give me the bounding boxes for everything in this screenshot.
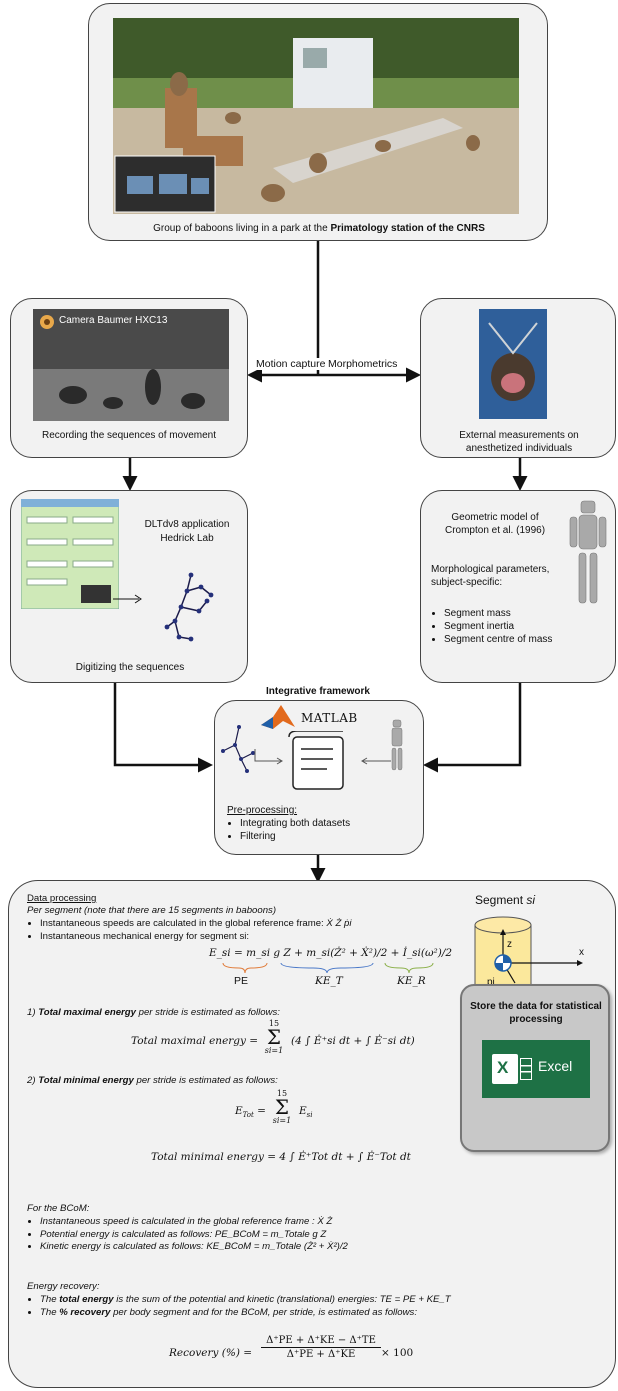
framework-skeleton-icon — [221, 725, 255, 773]
geo-list: Segment mass Segment inertia Segment cen… — [431, 607, 552, 646]
max-sum-symbol: 15 Σ si=1 — [264, 1019, 284, 1055]
preprocessing-list: Integrating both datasets Filtering — [227, 817, 350, 843]
dlt-subtitle: Hedrick Lab — [160, 533, 214, 544]
ker-label: KE_R — [397, 975, 426, 987]
min-energy-eq: Total minimal energy = 4 ∫ Ė⁺Tot dt + ∫ … — [151, 1151, 411, 1163]
camera-caption: Recording the sequences of movement — [42, 430, 216, 441]
per-segment-list: Instantaneous speeds are calculated in t… — [27, 918, 460, 943]
morpho-photo — [479, 309, 547, 419]
min-energy-heading: 2) Total minimal energy per stride is es… — [27, 1075, 278, 1086]
bcom-item: Potential energy is calculated as follow… — [40, 1229, 460, 1242]
dlt-box: DLTdv8 application Hedrick Lab Digitizin… — [10, 490, 248, 683]
camera-icon — [40, 315, 54, 329]
recovery-list: The total energy is the sum of the poten… — [27, 1294, 610, 1319]
scroll-icon — [288, 731, 344, 790]
arrow-geo-framework — [423, 683, 522, 773]
morpho-box: External measurements on anesthetized in… — [420, 298, 616, 458]
geo-item: Segment centre of mass — [444, 633, 552, 646]
camera-box: Camera Baumer HXC13 Recording the sequen… — [10, 298, 248, 458]
matlab-logo-icon — [261, 705, 295, 729]
framework-title: Integrative framework — [266, 686, 370, 697]
morpho-caption: External measurements on anesthetized in… — [459, 430, 579, 454]
preprocessing-item: Integrating both datasets — [240, 817, 350, 830]
recovery-fraction: Δ⁺PE + Δ⁺KE − Δ⁺TE Δ⁺PE + Δ⁺KE — [261, 1335, 381, 1360]
recovery-item: The total energy is the sum of the poten… — [40, 1294, 610, 1307]
segment-title: Segment si — [475, 893, 536, 907]
pi-label: pi — [487, 977, 495, 988]
max-energy-heading: 1) Total maximal energy per stride is es… — [27, 1007, 280, 1018]
geo-item: Segment mass — [444, 607, 552, 620]
max-energy-eq-right: (4 ∫ Ė⁺si dt + ∫ Ė⁻si dt) — [291, 1035, 415, 1047]
dlt-screenshot — [21, 499, 119, 609]
recovery-item: The % recovery per body segment and for … — [40, 1307, 610, 1320]
preprocessing-title: Pre-processing: — [227, 805, 298, 816]
dlt-caption: Digitizing the sequences — [75, 662, 185, 673]
dlt-title: DLTdv8 application — [144, 519, 230, 530]
excel-grid-icon — [520, 1058, 532, 1080]
etot-eq-left: ETot = — [235, 1105, 266, 1120]
axis-z-label: z — [507, 939, 512, 950]
recovery-eq-left: Recovery (%) = — [169, 1347, 253, 1359]
matlab-label: MATLAB — [301, 711, 358, 725]
pe-label: PE — [234, 975, 249, 987]
park-box: Group of baboons living in a park at the… — [88, 3, 548, 241]
excel-tile: X Excel — [482, 1040, 590, 1098]
segment-cylinder-figure — [474, 916, 583, 1004]
max-energy-eq-left: Total maximal energy = — [131, 1035, 259, 1047]
motion-capture-label: Motion capture — [254, 358, 328, 370]
store-data-box: Store the data for statistical processin… — [460, 984, 610, 1152]
arrow-dlt-framework — [113, 683, 213, 773]
morphometrics-label: Morphometrics — [326, 358, 400, 370]
arrows-into-scroll — [254, 749, 391, 765]
min-sum-symbol: 15 Σ si=1 — [272, 1089, 292, 1125]
framework-model-icon — [391, 719, 403, 771]
bcom-item: Kinetic energy is calculated as follows:… — [40, 1241, 460, 1254]
park-photo — [113, 18, 519, 214]
etot-eq-right: Esi — [299, 1105, 313, 1120]
bcom-list: Instantaneous speed is calculated in the… — [27, 1216, 460, 1254]
geo-title: Geometric model of Crompton et al. (1996… — [444, 512, 546, 536]
bcom-title: For the BCoM: — [27, 1203, 90, 1214]
per-segment-note: Per segment (note that there are 15 segm… — [27, 905, 277, 916]
recovery-title: Energy recovery: — [27, 1281, 100, 1292]
per-segment-item: Instantaneous speeds are calculated in t… — [40, 918, 460, 931]
camera-photo: Camera Baumer HXC13 — [33, 309, 229, 421]
geometric-model-figure — [569, 500, 607, 604]
axis-x-label: x — [579, 947, 584, 958]
geo-subtitle: Morphological parameters, subject-specif… — [431, 564, 550, 588]
geo-box: Geometric model of Crompton et al. (1996… — [420, 490, 616, 683]
excel-x-icon: X — [492, 1054, 518, 1084]
excel-label: Excel — [538, 1058, 573, 1074]
store-title: Store the data for statistical processin… — [470, 1001, 602, 1025]
geo-item: Segment inertia — [444, 620, 552, 633]
energy-equation: E_si = m_si g Z + m_si(Ż² + Ẋ²)/2 + İ_si… — [209, 947, 453, 959]
per-segment-item: Instantaneous mechanical energy for segm… — [40, 931, 460, 944]
energy-braces — [222, 962, 434, 974]
recovery-eq-right: × 100 — [381, 1347, 414, 1359]
skeleton-plot — [113, 572, 214, 642]
park-caption: Group of baboons living in a park at the… — [153, 223, 485, 234]
framework-box: MATLAB Pre-processing: Integrating both … — [214, 700, 424, 855]
camera-title: Camera Baumer HXC13 — [59, 315, 168, 326]
preprocessing-item: Filtering — [240, 830, 350, 843]
processing-title: Data processing — [27, 893, 97, 904]
ket-label: KE_T — [315, 975, 343, 987]
bcom-item: Instantaneous speed is calculated in the… — [40, 1216, 460, 1229]
